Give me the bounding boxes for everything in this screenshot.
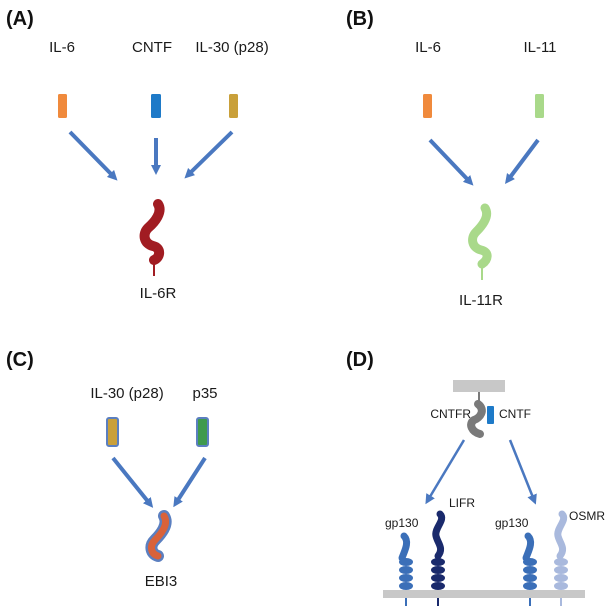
lifr-label: LIFR	[449, 496, 475, 510]
ebi3-label: EBI3	[145, 573, 178, 590]
il30-ligand-a	[229, 94, 238, 118]
il6-ligand-b	[423, 94, 432, 118]
panel-d: (D) CNTFR CNTF LIFR OSMR gp130 gp130	[346, 349, 605, 606]
p35-label-c: p35	[192, 385, 217, 402]
panel-b-label: (B)	[346, 8, 374, 30]
il6r-label: IL-6R	[140, 285, 177, 302]
cntf-label-d: CNTF	[499, 407, 531, 421]
panel-c-label: (C)	[6, 349, 34, 371]
il30-ligand-c	[106, 417, 119, 447]
panel-b: (B) IL-6 IL-11 IL-11R	[346, 8, 557, 309]
arrow-il11-b	[505, 138, 540, 184]
cntfr-label: CNTFR	[430, 407, 471, 421]
cntf-label-a: CNTF	[132, 39, 172, 56]
panel-a: (A) IL-6 CNTF IL-30 (p28) IL-6R	[6, 8, 269, 302]
arrow-to-lifr	[425, 439, 466, 505]
gp130-receptor-right	[522, 532, 537, 606]
arrow-p35-c	[173, 456, 207, 508]
lifr-receptor	[431, 510, 446, 606]
il30-label-c: IL-30 (p28)	[90, 385, 163, 402]
cntfr-receptor	[467, 400, 486, 438]
il30-label-a: IL-30 (p28)	[195, 39, 268, 56]
gp130-receptor-left	[398, 532, 413, 606]
il11r-label: IL-11R	[459, 292, 503, 309]
il6-label-b: IL-6	[415, 39, 441, 56]
panel-d-label: (D)	[346, 349, 374, 371]
il11-ligand-b	[535, 94, 544, 118]
upper-membrane	[453, 380, 505, 392]
arrow-il30-c	[111, 456, 154, 508]
il6-label-a: IL-6	[49, 39, 75, 56]
p35-ligand-c	[196, 417, 209, 447]
il6-ligand-a	[58, 94, 67, 118]
arrow-to-osmr	[508, 439, 537, 505]
ebi3-receptor	[145, 510, 172, 562]
arrow-il6-b	[428, 138, 474, 186]
il11r-receptor	[468, 203, 492, 280]
gp130-left-label: gp130	[385, 516, 419, 530]
gp130-right-label: gp130	[495, 516, 529, 530]
arrow-il30-a	[184, 130, 234, 179]
il6r-receptor	[139, 199, 165, 276]
panel-c: (C) IL-30 (p28) p35 EBI3	[6, 349, 218, 590]
lower-membrane	[383, 590, 585, 598]
cntf-ligand-a	[151, 94, 161, 118]
arrow-il6-a	[68, 130, 118, 181]
panel-a-label: (A)	[6, 8, 34, 30]
il11-label-b: IL-11	[523, 39, 556, 56]
osmr-label: OSMR	[569, 509, 605, 523]
cntf-ligand-d	[487, 406, 494, 424]
